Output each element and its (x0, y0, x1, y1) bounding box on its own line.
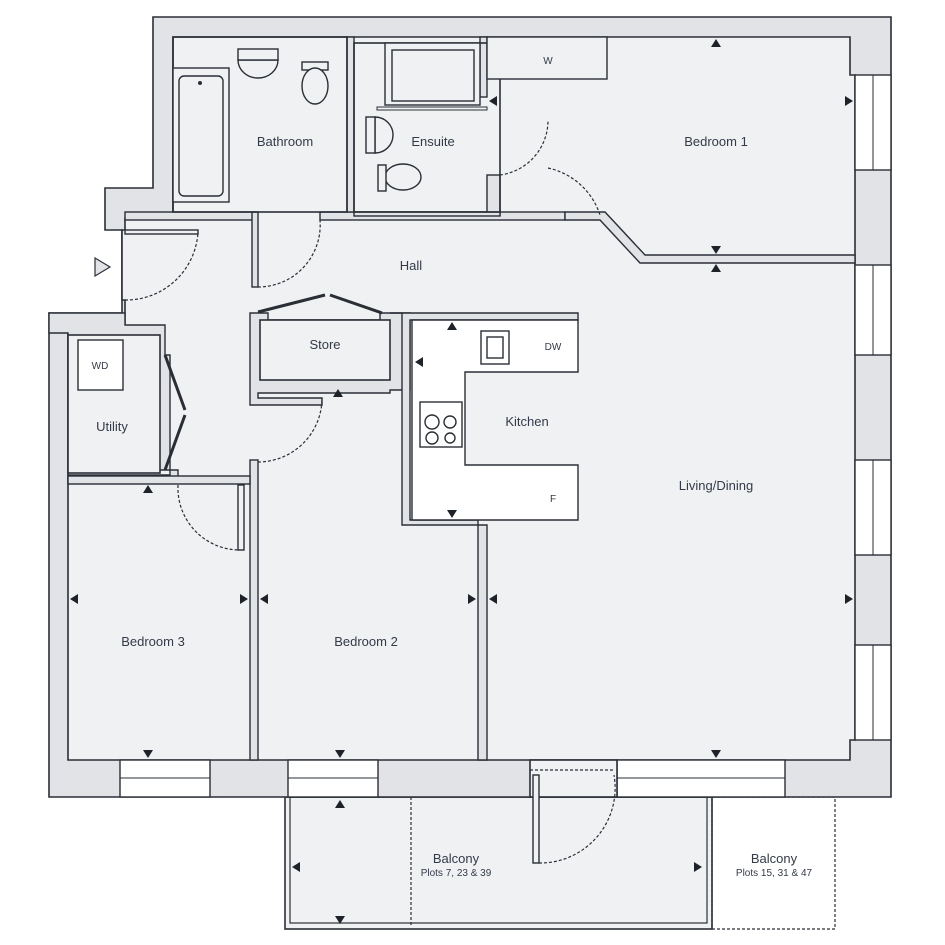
label-bathroom: Bathroom (257, 134, 313, 149)
label-balcony-b-note: Plots 15, 31 & 47 (736, 868, 813, 879)
label-utility: Utility (96, 419, 128, 434)
balcony-a (284, 796, 713, 930)
label-wardrobe: W (543, 56, 553, 67)
bath-fixtures (172, 36, 608, 213)
door-swings (124, 119, 616, 864)
label-living: Living/Dining (679, 478, 753, 493)
label-hall: Hall (400, 258, 423, 273)
label-washer-dryer: WD (92, 361, 109, 372)
label-bedroom1: Bedroom 1 (684, 134, 748, 149)
interior-walls (48, 36, 856, 761)
label-fridge: F (550, 494, 556, 505)
label-ensuite: Ensuite (411, 134, 454, 149)
label-kitchen: Kitchen (505, 414, 548, 429)
label-bedroom2: Bedroom 2 (334, 634, 398, 649)
kitchen-counters (77, 319, 579, 521)
label-balcony-a-note: Plots 7, 23 & 39 (421, 868, 492, 879)
label-balcony-b: Balcony (751, 851, 798, 866)
label-store: Store (309, 337, 340, 352)
label-dishwasher: DW (545, 342, 562, 353)
windows (119, 74, 892, 798)
label-balcony-a: Balcony (433, 851, 480, 866)
dimension-arrows (70, 39, 853, 924)
label-bedroom3: Bedroom 3 (121, 634, 185, 649)
